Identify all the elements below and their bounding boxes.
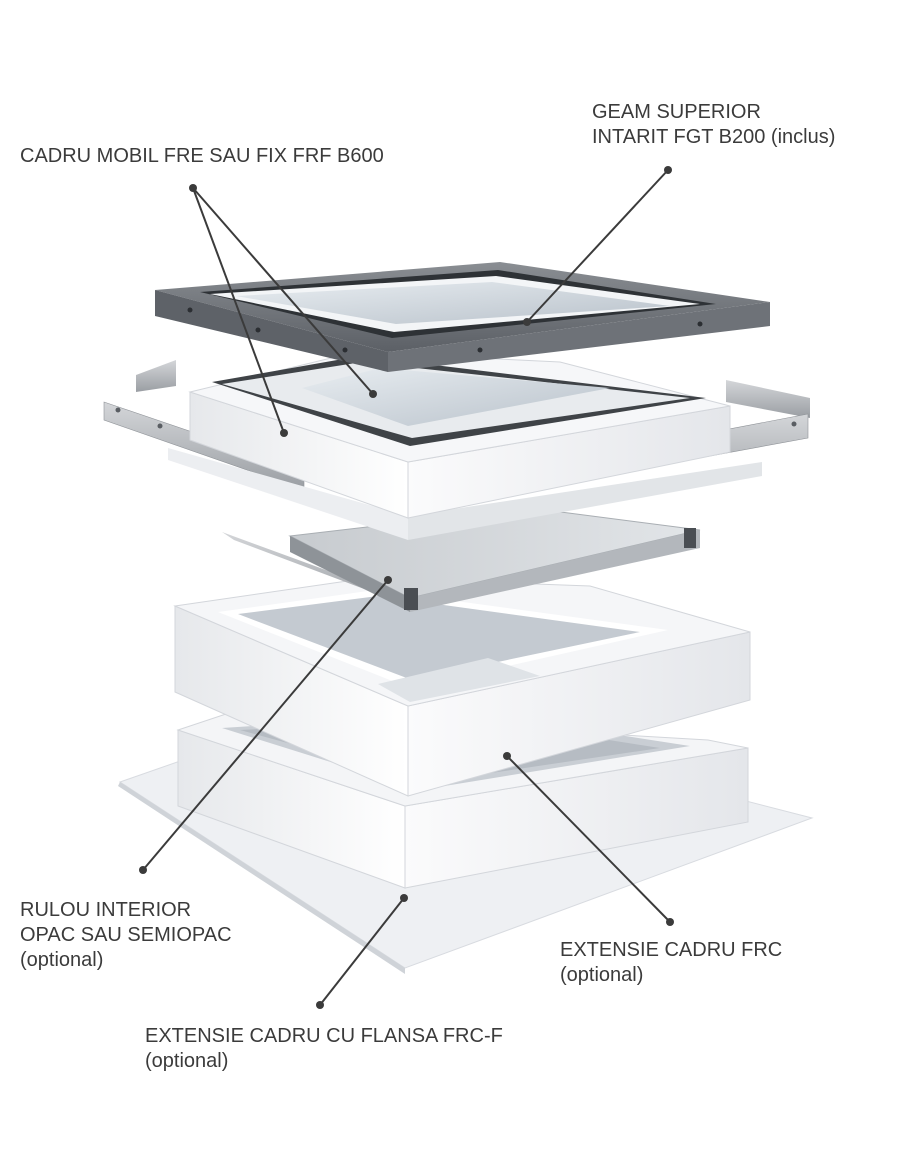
leader-dot	[400, 894, 408, 902]
leader-extensie-frc-f	[319, 897, 405, 1006]
label-line: (optional)	[560, 964, 644, 986]
leader-dot	[280, 429, 288, 437]
leader-dot	[523, 318, 531, 326]
label-line: (optional)	[145, 1050, 229, 1072]
leader-dot	[664, 166, 672, 174]
leader-dot	[666, 918, 674, 926]
leader-cadru-mobil-a	[192, 187, 374, 395]
leader-dot	[384, 576, 392, 584]
label-extensie-frc: EXTENSIE CADRU FRC (optional)	[560, 938, 782, 988]
label-geam-superior: GEAM SUPERIOR INTARIT FGT B200 (inclus)	[592, 100, 835, 150]
label-cadru-mobil: CADRU MOBIL FRE SAU FIX FRF B600	[20, 144, 384, 169]
leader-geam-superior	[526, 169, 669, 323]
label-line: INTARIT FGT B200 (inclus)	[592, 126, 836, 148]
label-extensie-frc-f: EXTENSIE CADRU CU FLANSA FRC-F (optional…	[145, 1024, 503, 1074]
leader-lines	[142, 169, 671, 1006]
leader-dots	[139, 166, 674, 1009]
label-line: OPAC SAU SEMIOPAC	[20, 924, 232, 946]
frame-b600	[168, 351, 762, 540]
leader-dot	[316, 1001, 324, 1009]
frame-top-glazing	[155, 262, 770, 372]
leader-cadru-mobil-b	[192, 187, 285, 434]
label-line: EXTENSIE CADRU FRC	[560, 939, 783, 961]
label-line: EXTENSIE CADRU CU FLANSA FRC-F	[145, 1025, 503, 1047]
leader-rulou-interior	[142, 579, 389, 871]
label-rulou-interior: RULOU INTERIOR OPAC SAU SEMIOPAC (option…	[20, 898, 232, 973]
leader-dot	[503, 752, 511, 760]
leader-dot	[139, 866, 147, 874]
leader-extensie-frc	[506, 755, 671, 923]
leader-dot	[189, 184, 197, 192]
label-line: GEAM SUPERIOR	[592, 101, 761, 123]
leader-dot	[369, 390, 377, 398]
frame-extension-frc	[173, 577, 751, 797]
label-line: RULOU INTERIOR	[20, 899, 192, 921]
label-line: (optional)	[20, 949, 104, 971]
label-line: CADRU MOBIL FRE SAU FIX FRF B600	[20, 145, 384, 167]
